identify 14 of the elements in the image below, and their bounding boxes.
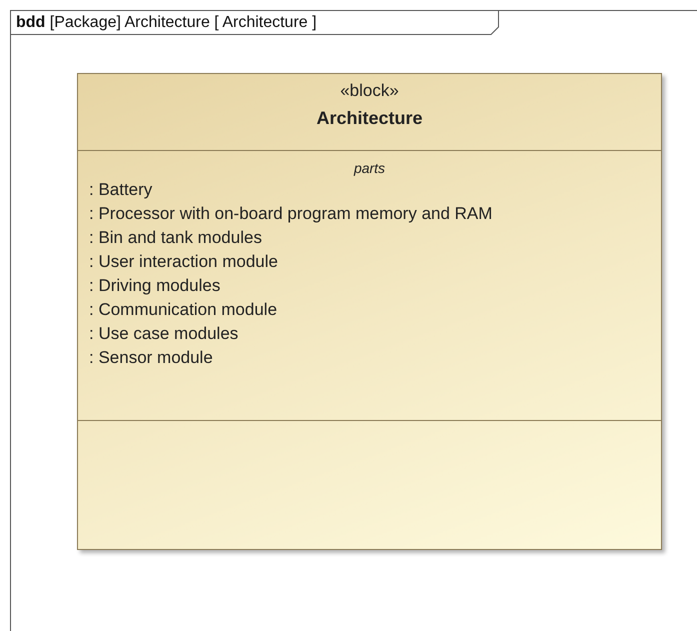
part-entry: : Communication module: [89, 300, 278, 320]
diagram-frame: [10, 10, 697, 631]
frame-title: bdd [Package] Architecture [ Architecture ]: [16, 14, 317, 32]
block-name: Architecture: [316, 108, 423, 129]
part-entry: : Sensor module: [89, 348, 213, 368]
compartment-heading: parts: [354, 160, 386, 176]
block-box: [77, 73, 662, 550]
part-entry: : Driving modules: [89, 276, 220, 296]
part-entry: : Bin and tank modules: [89, 228, 262, 248]
part-entry: : Processor with on-board program memory and RAM: [89, 204, 492, 224]
stereotype: «block»: [340, 81, 399, 101]
part-entry: : User interaction module: [89, 252, 278, 272]
part-entry: : Use case modules: [89, 324, 238, 344]
part-entry: : Battery: [89, 180, 152, 200]
